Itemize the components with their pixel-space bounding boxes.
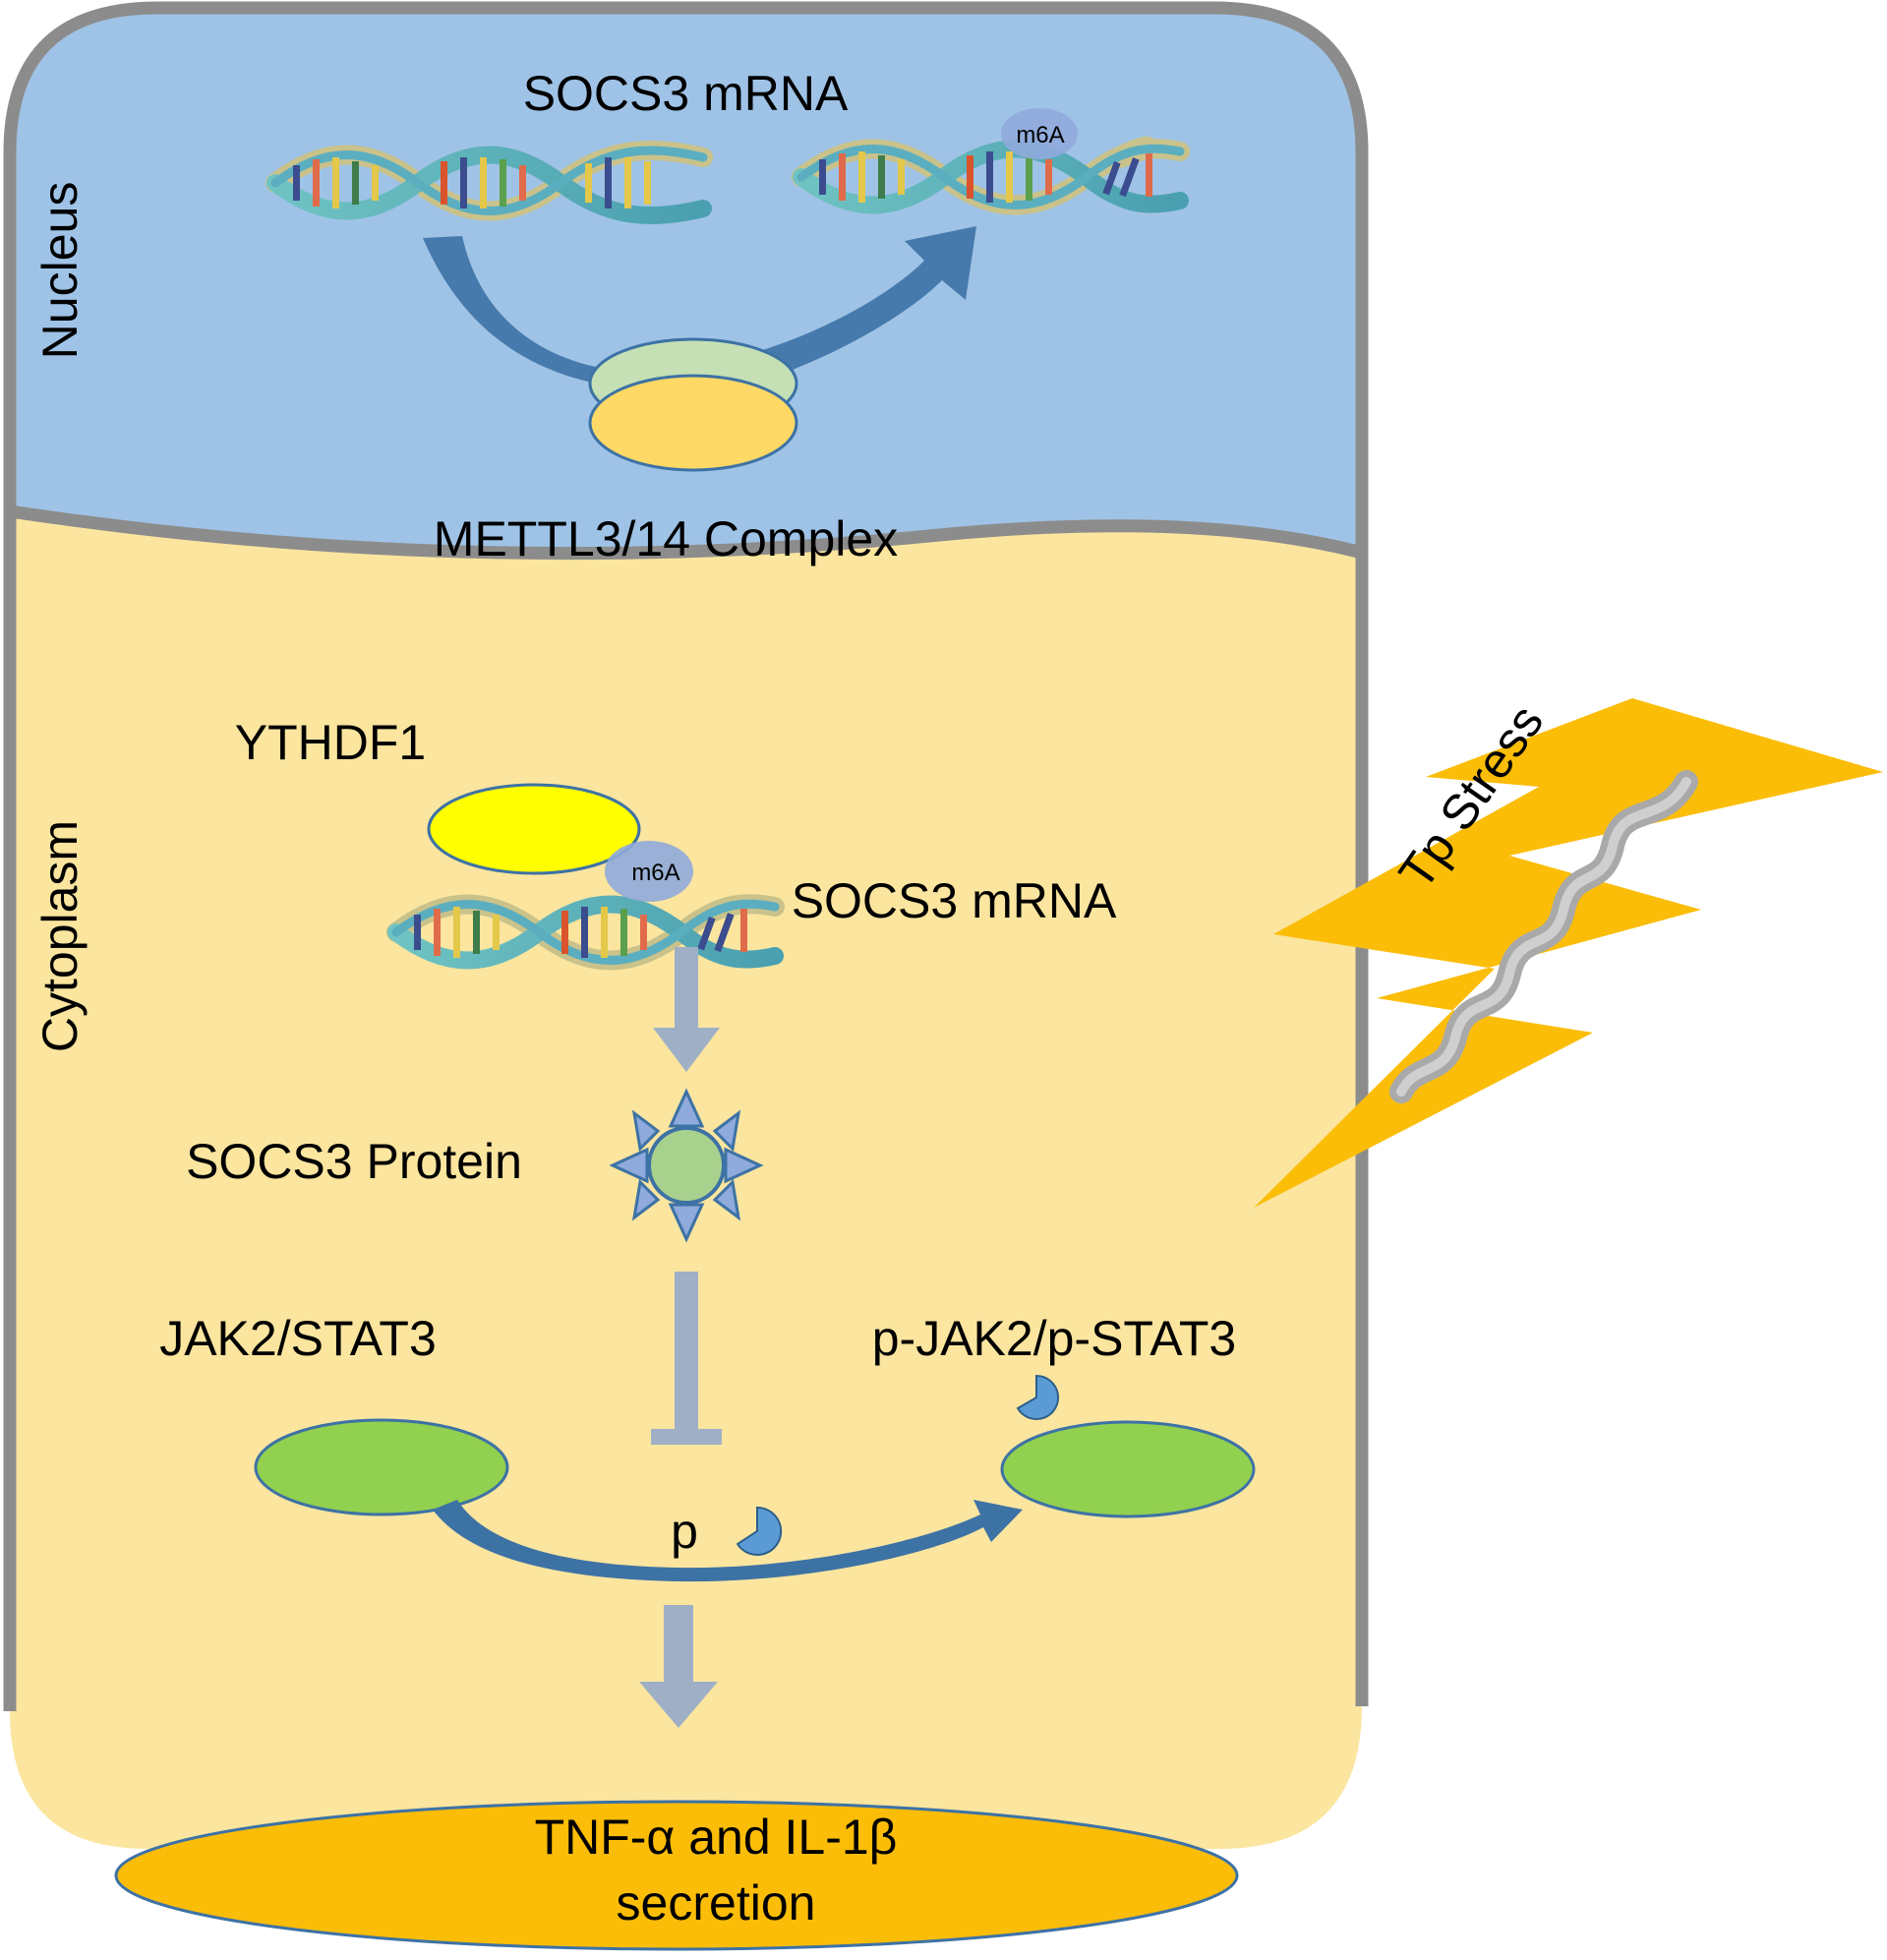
m6a-mark-nucleus	[1001, 108, 1078, 159]
cytoplasm-mrna-label: SOCS3 mRNA	[792, 873, 1117, 928]
mrna-strand-methylated	[792, 136, 1190, 215]
socs3-protein	[609, 1088, 764, 1243]
socs3-protein-label: SOCS3 Protein	[186, 1134, 522, 1189]
mrna-strand-unmodified	[265, 140, 713, 225]
m6a-label-nucleus: m6A	[1016, 122, 1064, 148]
cytoplasm-label: Cytoplasm	[32, 820, 88, 1052]
phosphate-group-free	[736, 1506, 783, 1556]
nuclear-membrane	[9, 505, 1364, 561]
cytokine-secretion-line1: TNF-α and IL-1β	[535, 1810, 898, 1865]
inhibition-bar	[651, 1429, 722, 1445]
mettl-complex-label: METTL3/14 Complex	[434, 511, 898, 566]
phosphate-group-bound	[1016, 1374, 1060, 1420]
ythdf1-label: YTHDF1	[235, 715, 426, 770]
nucleus-label: Nucleus	[32, 182, 88, 360]
secretion-arrow	[639, 1605, 718, 1728]
ythdf1-reader	[427, 783, 641, 875]
jak2-stat3-unphosphorylated	[254, 1418, 509, 1516]
mettl3-subunit	[588, 374, 798, 472]
treponema-pallidum-highlight	[1396, 777, 1691, 1097]
cytokine-secretion-line2: secretion	[617, 1875, 816, 1930]
p-jak2-p-stat3-phosphorylated	[1000, 1420, 1256, 1518]
phosphorylation-arrow	[433, 1500, 1023, 1582]
cell-membrane	[3, 1, 1369, 1711]
nucleus-mrna-label: SOCS3 mRNA	[523, 66, 849, 121]
jak2-stat3-label: JAK2/STAT3	[159, 1311, 437, 1366]
p-jak2-p-stat3-label: p-JAK2/p-STAT3	[872, 1311, 1236, 1366]
methylation-arrow	[423, 226, 976, 405]
mrna-strand-cytoplasm	[386, 894, 785, 971]
translation-arrow	[653, 947, 720, 1072]
m6a-mark-cytoplasm	[605, 841, 693, 902]
inhibition-line	[675, 1272, 698, 1429]
phosphate-label: p	[671, 1504, 698, 1559]
cytokine-secretion-ellipse	[114, 1800, 1239, 1951]
m6a-label-cytoplasm: m6A	[631, 860, 679, 886]
